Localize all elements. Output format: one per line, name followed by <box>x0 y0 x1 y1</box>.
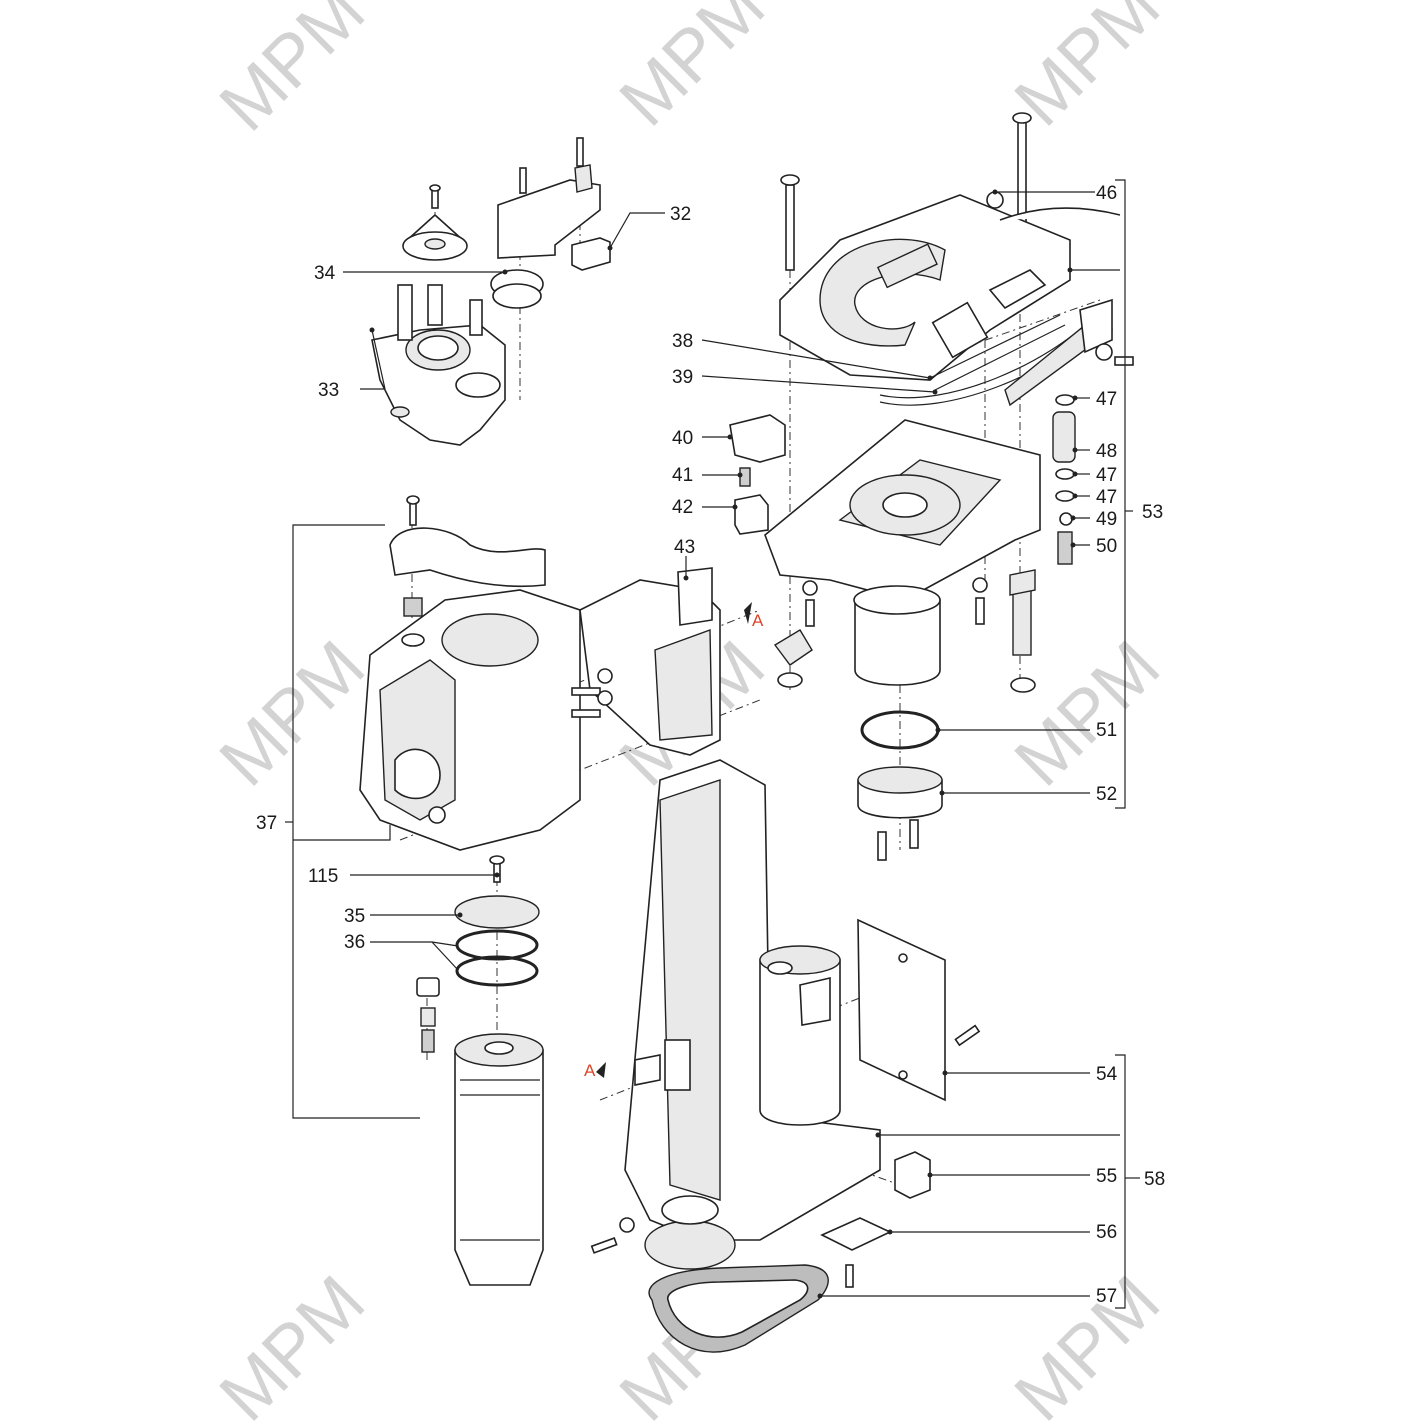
callout-48: 48 <box>1096 441 1117 462</box>
upper-housing-group <box>779 112 1134 407</box>
callout-47: 47 <box>1096 389 1117 410</box>
section-label-A: A <box>752 611 764 630</box>
section-markers: A A <box>584 602 764 1080</box>
callout-41: 41 <box>672 465 693 486</box>
callout-34: 34 <box>314 263 336 284</box>
callout-37: 37 <box>256 813 277 834</box>
callout-40: 40 <box>672 428 693 449</box>
callout-52: 52 <box>1096 784 1117 805</box>
callout-35: 35 <box>344 906 365 927</box>
callout-36: 36 <box>344 932 365 953</box>
watermark: MPM <box>205 0 380 146</box>
plate-group <box>729 394 1076 861</box>
callout-43: 43 <box>674 537 695 558</box>
section-label-A: A <box>584 1061 596 1080</box>
watermark: MPM <box>1000 1261 1175 1422</box>
callout-49: 49 <box>1096 509 1117 530</box>
watermark: MPM <box>605 0 780 141</box>
brew-chamber-group <box>359 495 721 1286</box>
callout-58: 58 <box>1144 1169 1165 1190</box>
callout-46: 46 <box>1096 183 1117 204</box>
callout-47: 47 <box>1096 465 1117 486</box>
callout-39: 39 <box>672 367 693 388</box>
frame-group <box>590 759 981 1353</box>
callout-53: 53 <box>1142 502 1163 523</box>
watermark: MPM <box>205 1261 380 1422</box>
callout-38: 38 <box>672 331 693 352</box>
callout-33: 33 <box>318 380 339 401</box>
callout-56: 56 <box>1096 1222 1117 1243</box>
callout-57: 57 <box>1096 1286 1117 1307</box>
brew-valve-group <box>371 137 611 446</box>
callout-labels: 32 33 34 35 36 37 38 39 40 41 42 43 46 4… <box>256 183 1165 1307</box>
callout-42: 42 <box>672 497 693 518</box>
callout-115: 115 <box>308 866 338 887</box>
leader-lines <box>285 179 1140 1309</box>
callout-47: 47 <box>1096 487 1117 508</box>
callout-50: 50 <box>1096 536 1117 557</box>
callout-54: 54 <box>1096 1064 1118 1085</box>
callout-32: 32 <box>670 204 691 225</box>
callout-51: 51 <box>1096 720 1117 741</box>
callout-55: 55 <box>1096 1166 1117 1187</box>
